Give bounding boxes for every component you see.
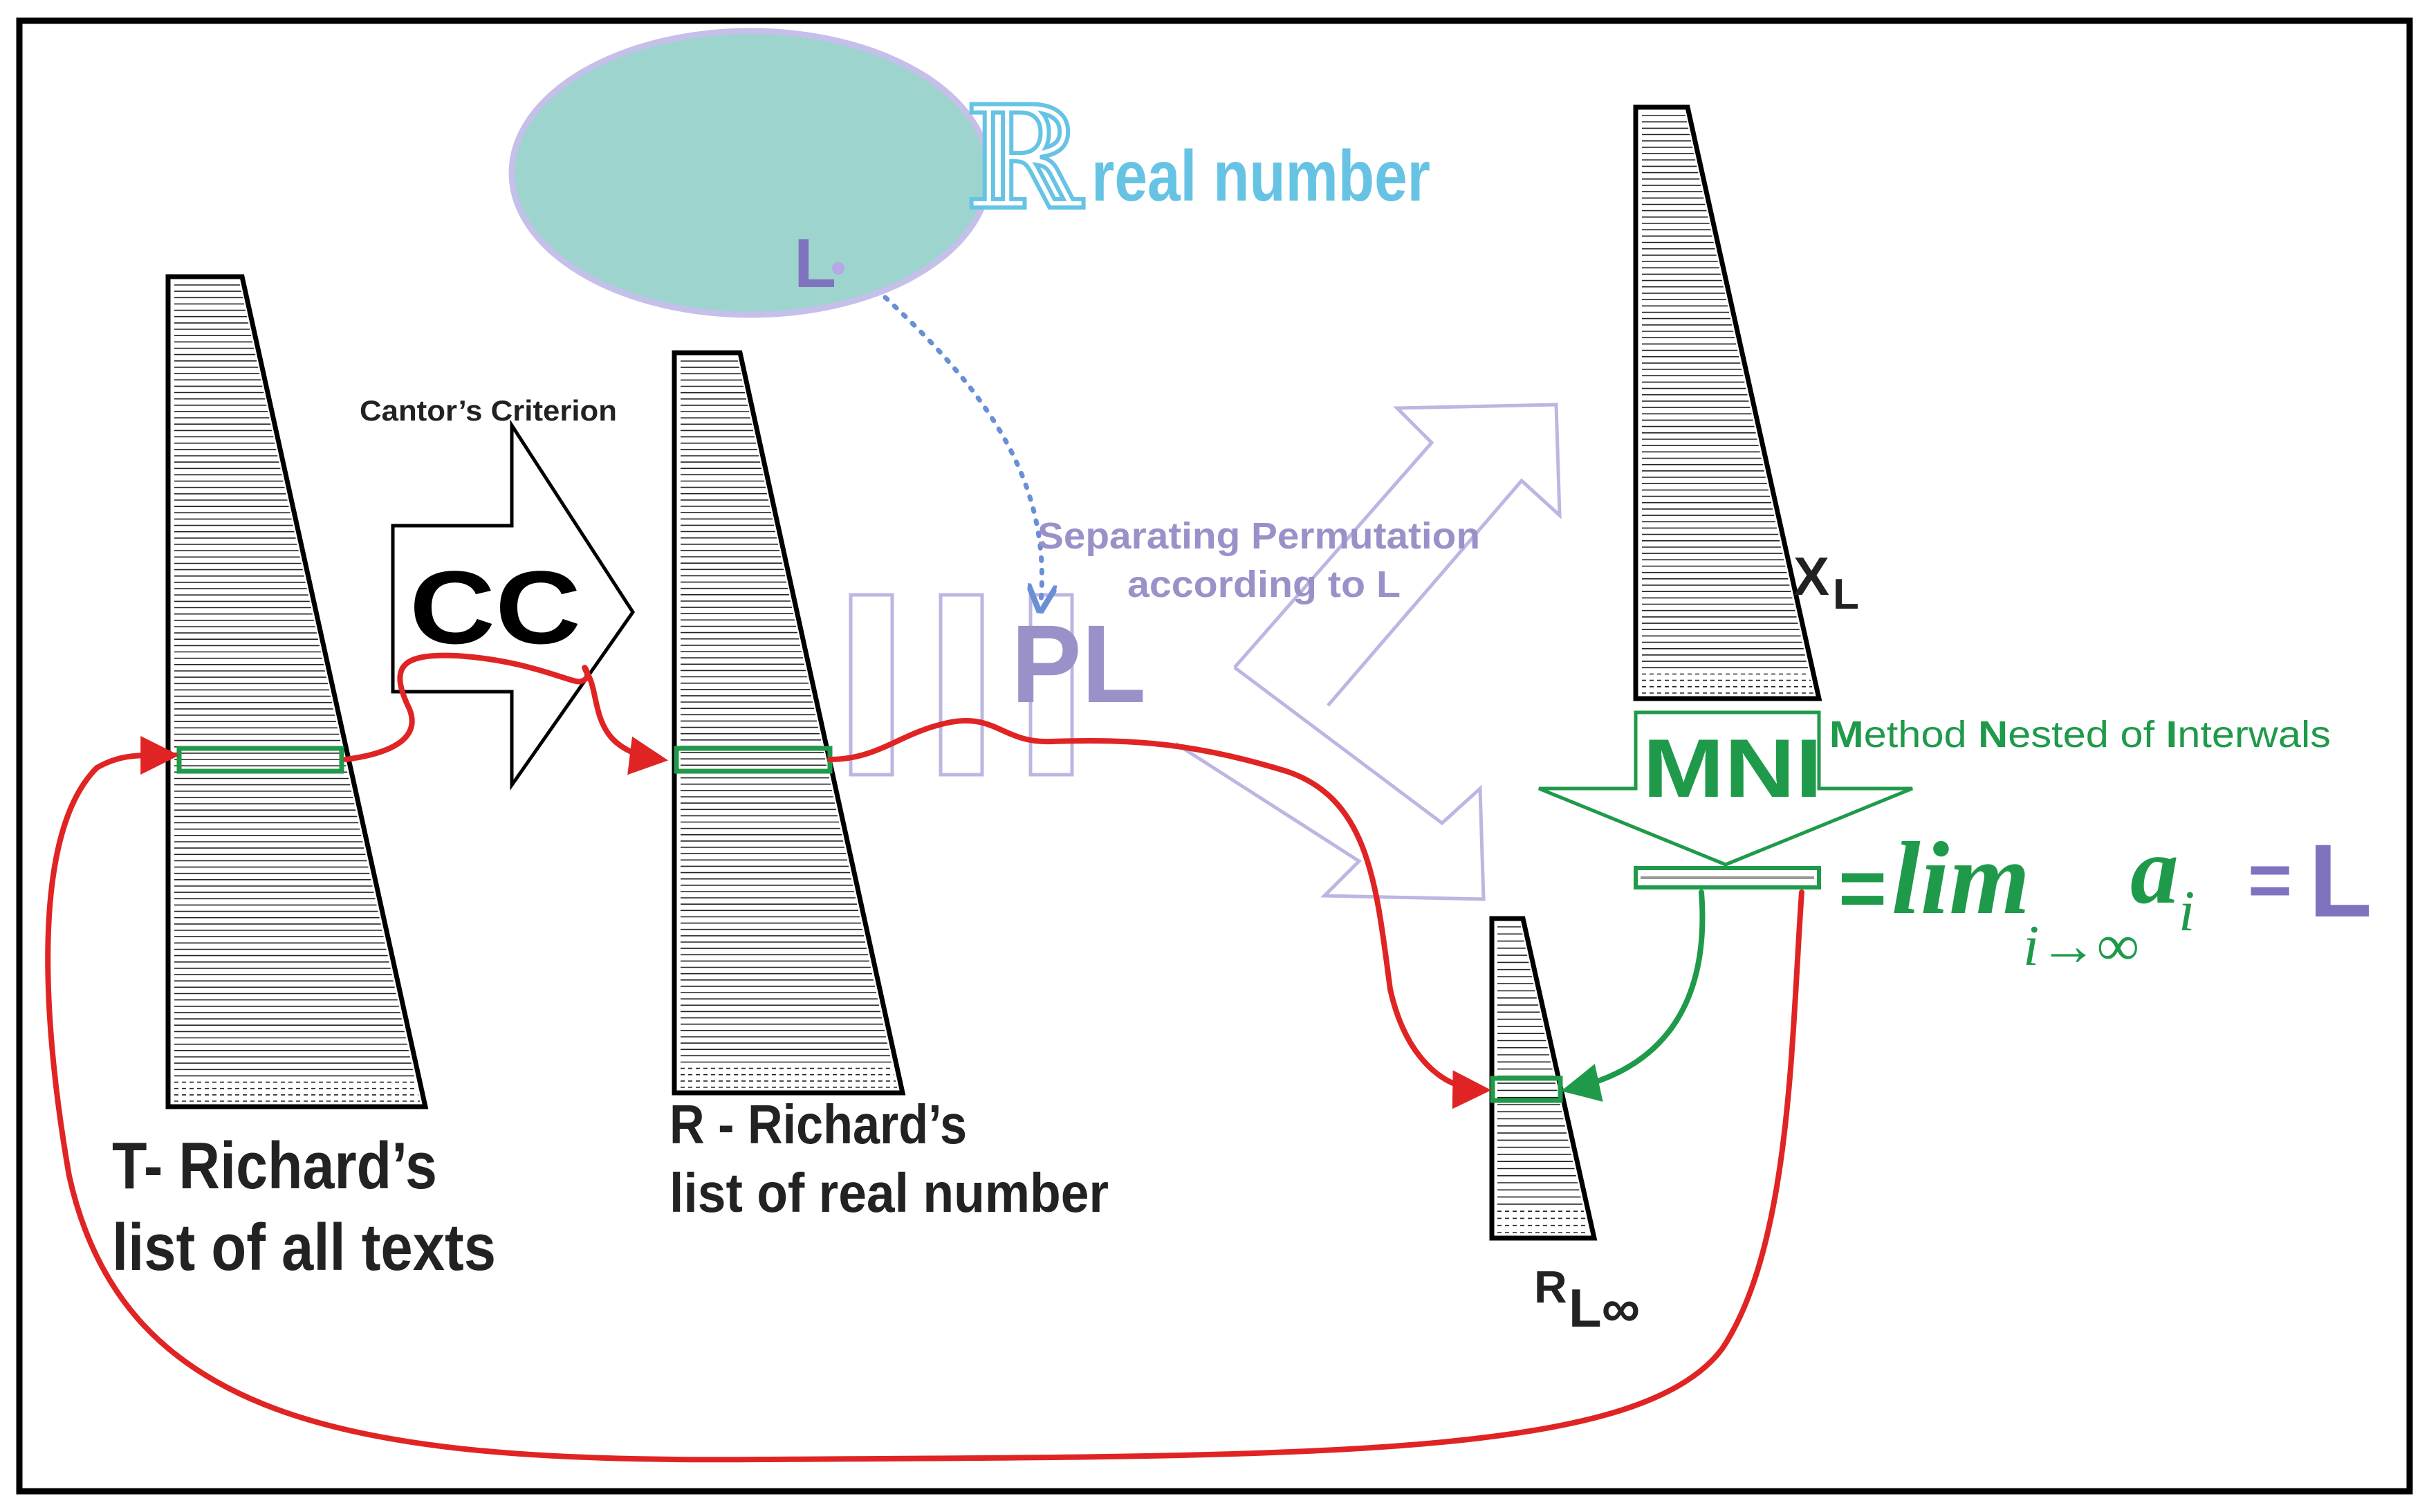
mni-caption-m-initial: M [1829, 714, 1864, 755]
outer-frame [16, 17, 2413, 1495]
mni-caption-i-initial: I [2166, 714, 2178, 755]
list-R-caption-line1: R - Richard’s [669, 1094, 967, 1155]
list-R-caption-line2: list of real number [669, 1162, 1109, 1224]
outline-bar-1 [849, 593, 894, 777]
permutation-caption-line2: according to L [1127, 564, 1401, 605]
mni-caption-i-rest: nterwals [2177, 714, 2331, 755]
list-X-label: X L [1793, 546, 1859, 618]
limit-lim: lim [1892, 821, 2030, 936]
mni-caption-m-rest: ethod [1864, 714, 1979, 755]
list-T-caption-line2: list of all texts [112, 1210, 496, 1284]
list-Rinf-highlight-row [1490, 1076, 1563, 1103]
green-path-limit-to-Rinf [1561, 889, 1706, 1102]
real-element-point [832, 262, 844, 275]
list-Rinf-sub: L∞ [1569, 1278, 1640, 1338]
list-Rinf [1489, 916, 1598, 1241]
list-R [672, 350, 906, 1096]
cantor-abbr-CC: CC [409, 549, 581, 665]
cantor-arrow [391, 419, 636, 791]
list-X [1633, 104, 1822, 701]
outline-arrow-up [1233, 403, 1562, 707]
red-path-R-to-Rinf [827, 717, 1492, 1109]
permutation-abbr-PL: PL [1011, 602, 1146, 726]
limit-subscript: i→∞ [2023, 914, 2139, 978]
mni-arrow [1538, 710, 1913, 867]
real-element-L: L [794, 225, 836, 302]
permutation-caption-line1: Separating Permutation [1037, 515, 1480, 557]
limit-term: a [2130, 817, 2179, 924]
red-path-T-to-R [343, 652, 669, 775]
mni-abbr: MNI [1643, 722, 1822, 815]
mni-caption-n-initial: N [1978, 714, 2008, 755]
list-X-stripes [1642, 115, 1813, 694]
outline-bar-2 [939, 593, 984, 777]
dotted-arrow-L-to-PL [883, 295, 1042, 602]
list-T-stripes [174, 284, 420, 1102]
list-Rinf-stripes [1497, 926, 1589, 1233]
real-number-ellipse [508, 28, 992, 318]
real-number-label: real number [1091, 136, 1430, 216]
real-set-symbol: ℝ [965, 82, 1084, 239]
mni-caption: Method Nested of Interwals [1829, 714, 2331, 755]
outline-arrow-down [1174, 666, 1486, 901]
limit-result-L: L [2309, 822, 2372, 939]
red-path-limit-to-T [45, 735, 1804, 1463]
cantor-caption: Cantor’s Criterion [360, 394, 617, 427]
list-X-sub: L [1833, 571, 1859, 618]
limit-equals-2: = [2248, 838, 2292, 923]
limit-term-sub: i [2179, 879, 2195, 943]
list-R-stripes [681, 360, 897, 1088]
limit-equals-1: = [1838, 842, 1887, 934]
list-Rinf-label: R L∞ [1534, 1261, 1640, 1338]
list-T [165, 274, 429, 1109]
list-T-caption-line1: T- Richard’s [112, 1129, 437, 1203]
list-Rinf-base: R [1534, 1261, 1567, 1312]
mni-caption-n-rest: ested of [2008, 714, 2165, 755]
list-X-base: X [1793, 546, 1829, 607]
